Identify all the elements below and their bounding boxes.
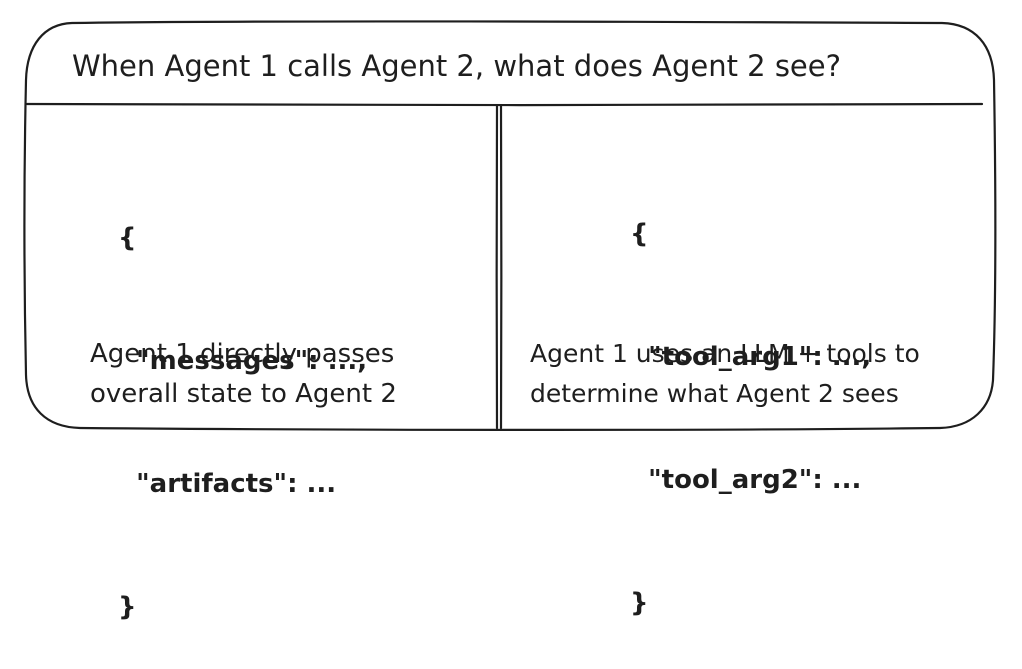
- caption-line: Agent 1 directly passes: [90, 334, 397, 374]
- caption-line: determine what Agent 2 sees: [530, 374, 920, 414]
- code-line: "tool_arg2": ...: [630, 460, 871, 501]
- code-line: "artifacts": ...: [118, 464, 367, 505]
- diagram-title: When Agent 1 calls Agent 2, what does Ag…: [72, 46, 972, 86]
- header-divider: [27, 104, 982, 105]
- code-line: {: [630, 214, 871, 255]
- code-line: }: [630, 583, 871, 624]
- caption-line: Agent 1 uses an LLM + tools to: [530, 334, 920, 374]
- right-caption: Agent 1 uses an LLM + tools to determine…: [530, 334, 920, 414]
- caption-line: overall state to Agent 2: [90, 374, 397, 414]
- code-line: }: [118, 587, 367, 628]
- code-line: {: [118, 218, 367, 259]
- left-caption: Agent 1 directly passes overall state to…: [90, 334, 397, 414]
